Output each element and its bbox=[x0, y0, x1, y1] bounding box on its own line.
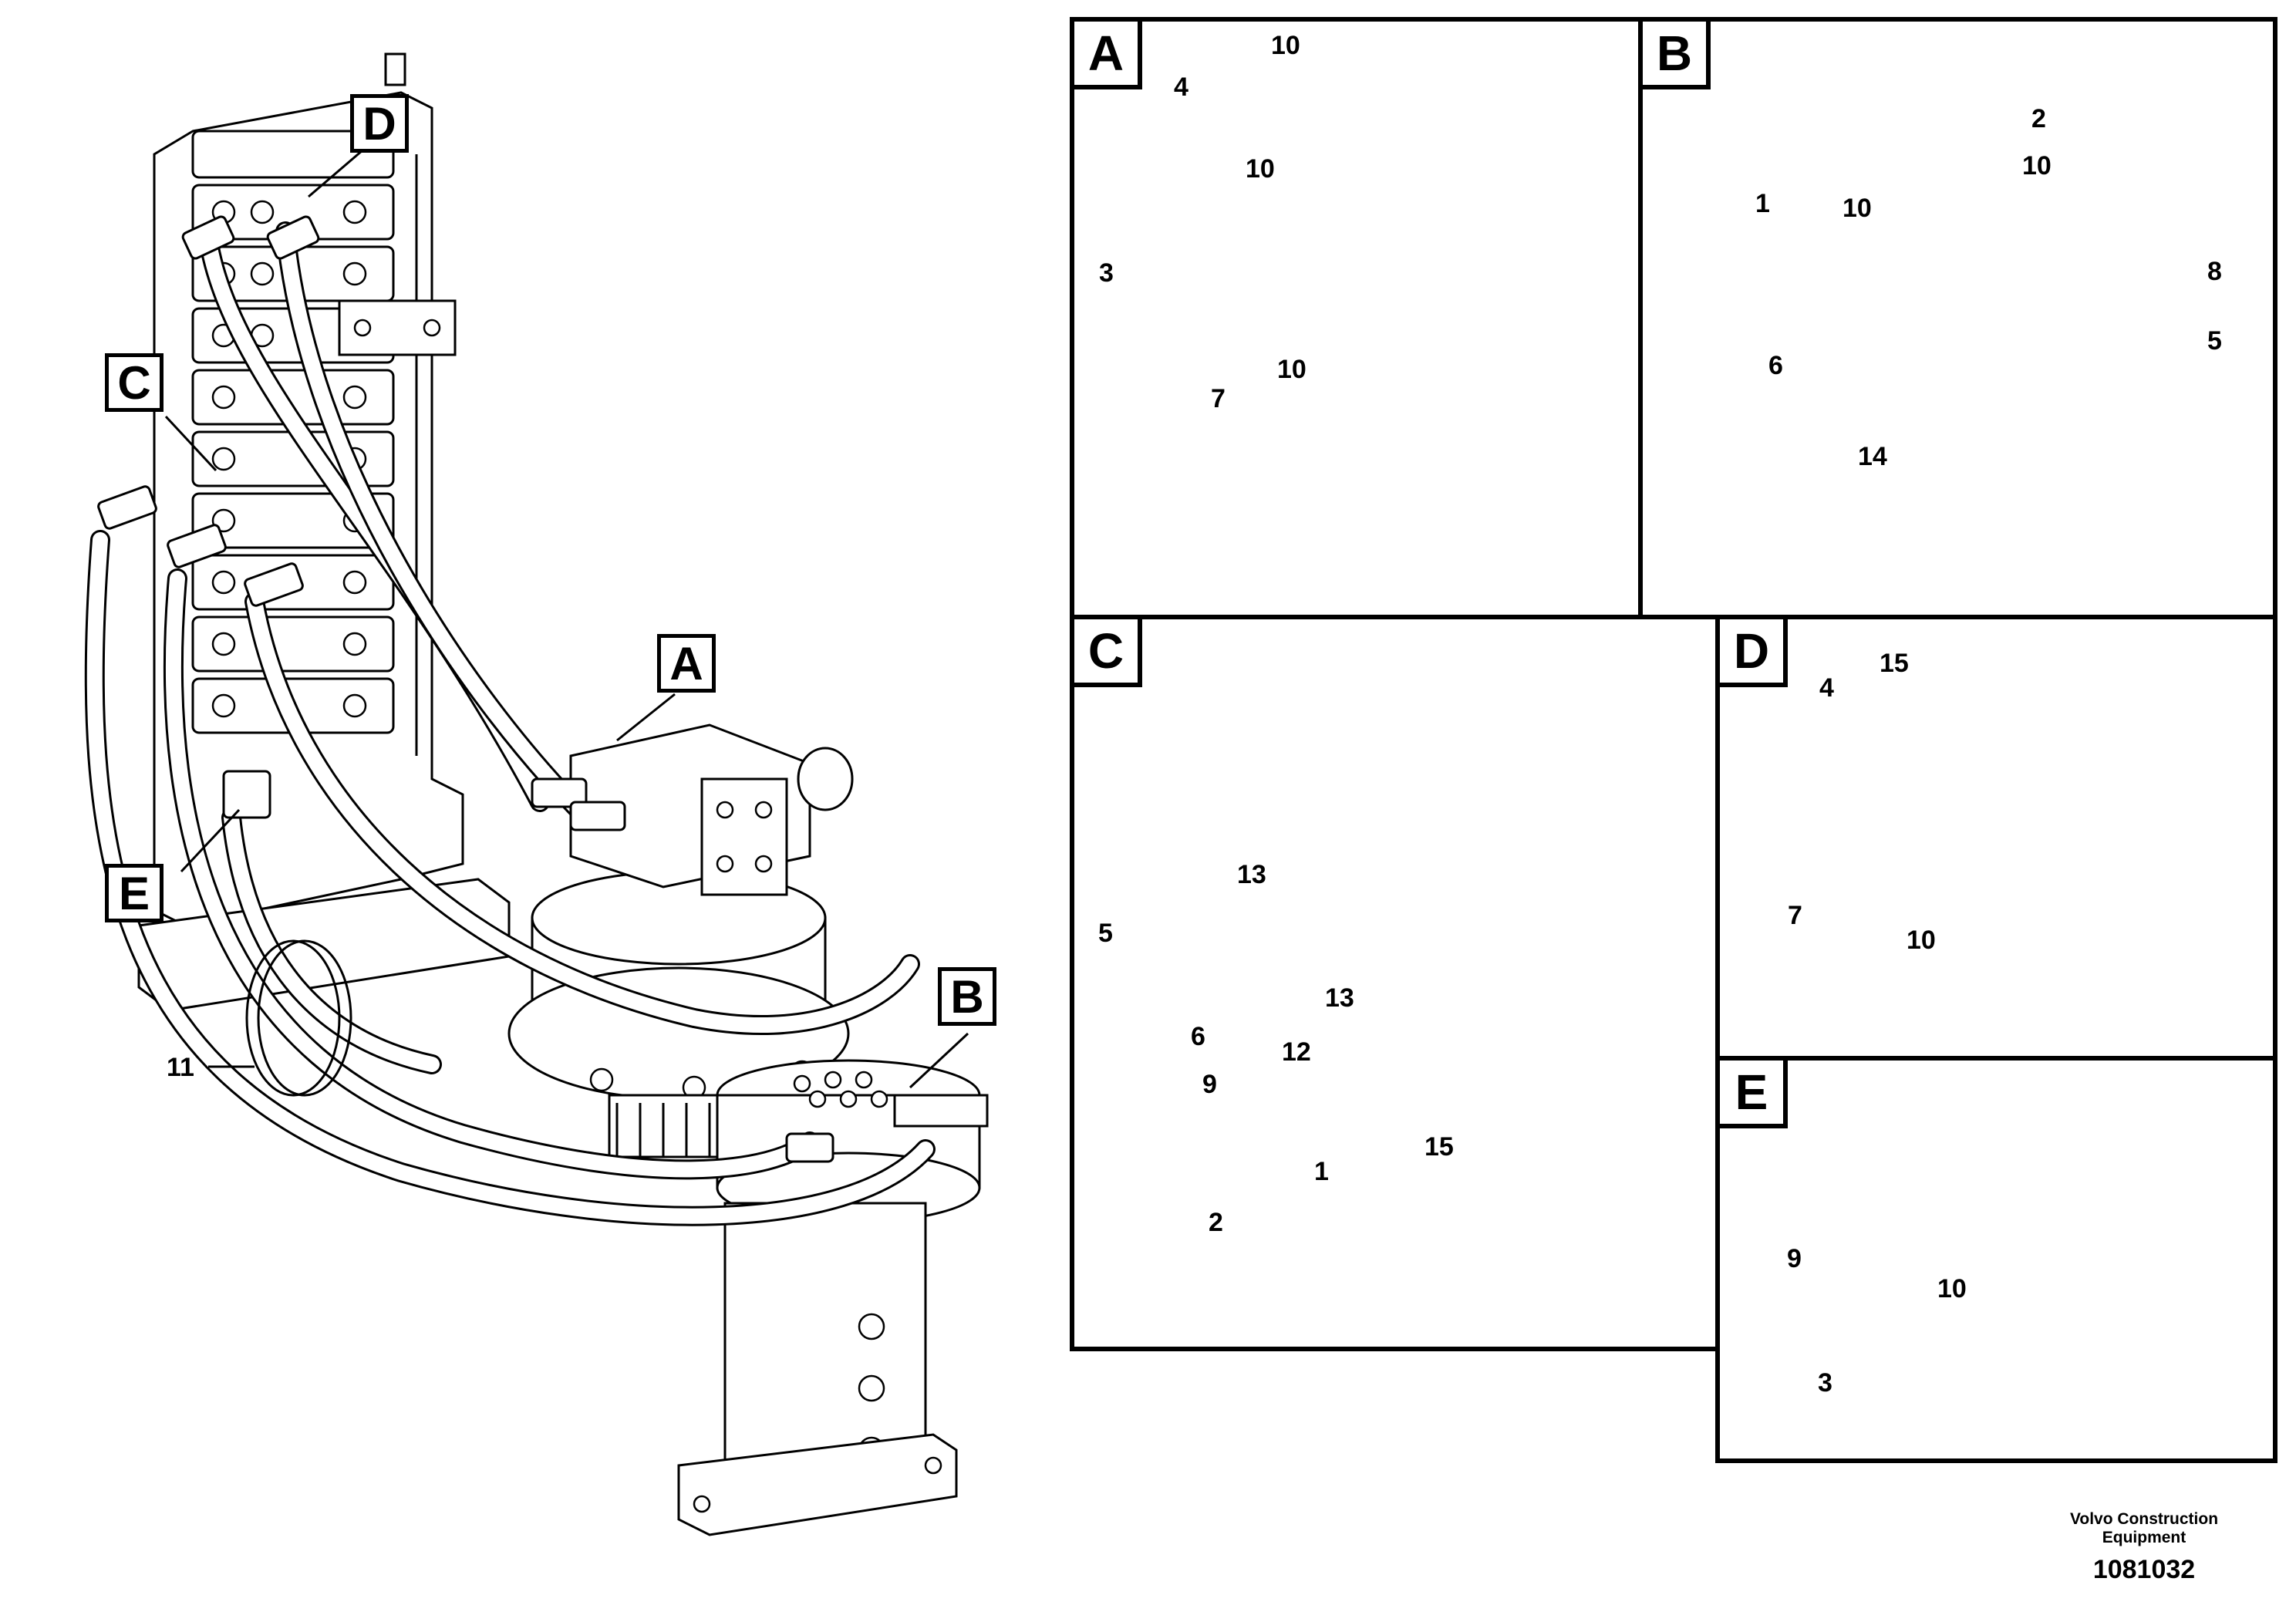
panel-d-label: 15 bbox=[1880, 649, 1909, 678]
panel-b-label: 8 bbox=[2207, 257, 2222, 286]
panel-a-label: 10 bbox=[1277, 355, 1306, 384]
company-name: Volvo Construction Equipment bbox=[2044, 1510, 2244, 1547]
panel-d-label: 10 bbox=[1907, 926, 1936, 955]
panel-letter-e: E bbox=[1720, 1061, 1788, 1128]
panel-d-label: 7 bbox=[1788, 901, 1802, 930]
panel-c-label: 2 bbox=[1209, 1208, 1223, 1237]
panel-a-label: 3 bbox=[1099, 258, 1114, 288]
panel-letter-b: B bbox=[1643, 22, 1711, 89]
panel-a-label: 7 bbox=[1211, 384, 1226, 413]
callout-b: B bbox=[938, 967, 996, 1026]
panel-c-label: 1 bbox=[1314, 1157, 1329, 1186]
panel-c-label: 9 bbox=[1202, 1070, 1217, 1099]
panel-c-label: 13 bbox=[1325, 983, 1354, 1013]
panel-c-label: 15 bbox=[1424, 1132, 1454, 1162]
callout-a: A bbox=[657, 634, 716, 693]
panel-letter-a: A bbox=[1074, 22, 1142, 89]
callout-d: D bbox=[350, 94, 409, 153]
panel-c-label: 13 bbox=[1237, 860, 1266, 889]
panel-b-label: 10 bbox=[2022, 151, 2052, 180]
panel-b-label: 6 bbox=[1768, 351, 1783, 380]
swing-motor bbox=[507, 723, 854, 1158]
overview-leaders bbox=[164, 149, 969, 1089]
panel-b-label: 5 bbox=[2207, 326, 2222, 356]
detail-panel-d: D bbox=[1715, 615, 2277, 1061]
panel-a-label: 10 bbox=[1271, 31, 1300, 60]
panel-c-label: 6 bbox=[1191, 1022, 1205, 1051]
control-valve-block bbox=[153, 52, 464, 927]
panel-letter-c: C bbox=[1074, 619, 1142, 687]
panel-e-label: 10 bbox=[1937, 1274, 1967, 1303]
callout-e: E bbox=[105, 864, 164, 922]
panel-b-label: 10 bbox=[1843, 194, 1872, 223]
overview-assembly bbox=[84, 52, 989, 1536]
detail-panel-b: B bbox=[1638, 17, 2277, 619]
panel-d-label: 4 bbox=[1819, 673, 1834, 703]
panel-b-label: 1 bbox=[1755, 189, 1770, 218]
detail-panel-c: C bbox=[1070, 615, 1720, 1351]
panel-c-label: 12 bbox=[1282, 1037, 1311, 1067]
hose-bundle bbox=[84, 215, 936, 1226]
panel-a-label: 10 bbox=[1246, 154, 1275, 184]
panel-a-label: 4 bbox=[1174, 73, 1188, 102]
item-11-label: 11 bbox=[167, 1053, 194, 1082]
detail-panel-e: E bbox=[1715, 1056, 2277, 1463]
drawing-number: 1081032 bbox=[2092, 1555, 2196, 1584]
panel-letter-d: D bbox=[1720, 619, 1788, 687]
panel-c-label: 5 bbox=[1098, 919, 1113, 948]
panel-e-label: 3 bbox=[1818, 1368, 1832, 1398]
detail-panel-a: A bbox=[1070, 17, 1643, 619]
swivel-joint bbox=[677, 1059, 989, 1536]
company-line-2: Equipment bbox=[2102, 1529, 2186, 1546]
panel-b-label: 14 bbox=[1858, 442, 1887, 471]
company-line-1: Volvo Construction bbox=[2069, 1510, 2219, 1528]
panel-e-label: 9 bbox=[1787, 1244, 1802, 1273]
callout-c: C bbox=[105, 353, 164, 412]
panel-b-label: 2 bbox=[2031, 104, 2046, 133]
